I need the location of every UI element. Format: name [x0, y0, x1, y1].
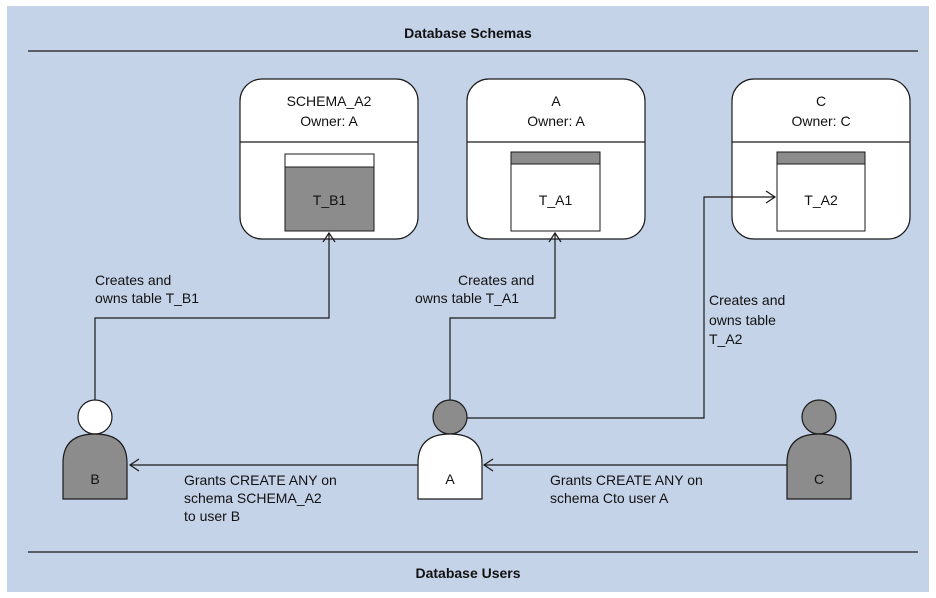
schema-box-a: A Owner: A T_A1	[466, 78, 646, 240]
schema-owner: Owner: C	[791, 113, 850, 129]
table-t-a1: T_A1	[510, 151, 601, 232]
label-a-creates-t-a2: Creates and owns table T_A2	[709, 292, 789, 347]
user-head-icon	[77, 399, 113, 435]
user-name: B	[90, 471, 99, 487]
table-t-a2: T_A2	[776, 151, 866, 232]
table-t-b1: T_B1	[284, 153, 375, 232]
schema-box-schema-a2: SCHEMA_A2 Owner: A T_B1	[239, 78, 419, 240]
label-b-creates-t-b1: Creates and owns table T_B1	[95, 272, 199, 306]
label-a-grants-b: Grants CREATE ANY on schema SCHEMA_A2 to…	[184, 472, 341, 524]
user-body-icon	[786, 433, 852, 500]
schema-box-c: C Owner: C T_A2	[731, 78, 911, 240]
arrowhead-left-icon	[482, 458, 494, 472]
user-body-icon	[62, 433, 128, 500]
arrowheads	[128, 190, 777, 472]
connectors	[94, 196, 787, 466]
arrow-a-to-t-a1	[449, 233, 556, 402]
user-b: B	[62, 399, 128, 500]
schema-name: A	[551, 93, 561, 109]
table-label: T_B1	[313, 192, 347, 208]
user-name: A	[445, 471, 455, 487]
user-body-icon	[417, 433, 483, 500]
label-a-creates-t-a1: Creates and owns table T_A1	[415, 272, 538, 306]
user-head-icon	[801, 399, 837, 435]
arrowhead-left-icon	[128, 458, 140, 472]
label-c-grants-a: Grants CREATE ANY on schema Cto user A	[550, 472, 707, 506]
schema-owner: Owner: A	[527, 113, 585, 129]
schema-owner: Owner: A	[300, 113, 358, 129]
user-name: C	[814, 471, 824, 487]
arrowhead-up-icon	[548, 231, 562, 243]
user-head-icon	[432, 399, 468, 435]
arrowhead-right-icon	[765, 190, 777, 204]
arrow-a-to-t-a2	[465, 196, 775, 419]
header-title: Database Schemas	[404, 25, 532, 41]
user-c: C	[786, 399, 852, 500]
table-label: T_A2	[804, 192, 838, 208]
table-label: T_A1	[539, 192, 573, 208]
arrow-b-to-t-b1	[94, 233, 330, 400]
footer-title: Database Users	[415, 565, 520, 581]
schema-name: C	[816, 93, 826, 109]
schema-name: SCHEMA_A2	[287, 93, 372, 109]
user-a: A	[417, 399, 483, 500]
arrowhead-up-icon	[322, 231, 336, 243]
